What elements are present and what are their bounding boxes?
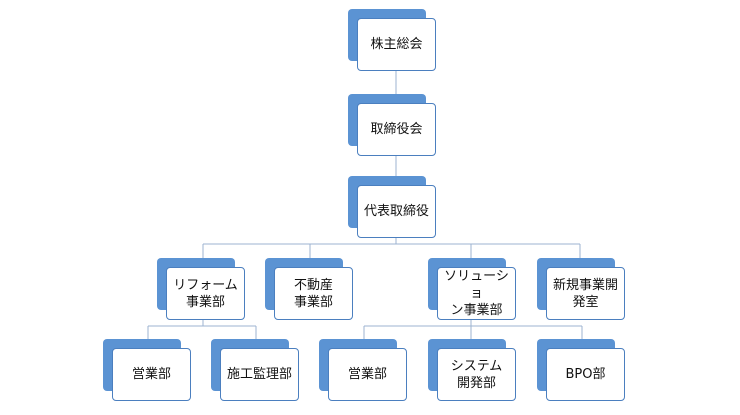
node-reform-division: リフォーム 事業部 bbox=[157, 258, 245, 320]
node-label: 営業部 bbox=[347, 367, 387, 382]
node-box: システム 開発部 bbox=[437, 348, 516, 401]
node-box: ソリューショ ン事業部 bbox=[437, 267, 516, 320]
node-label: 株主総会 bbox=[370, 37, 423, 52]
node-label: 代表取締役 bbox=[363, 204, 429, 219]
node-box: 代表取締役 bbox=[357, 185, 436, 238]
node-box: 不動産 事業部 bbox=[274, 267, 353, 320]
node-label: 不動産 事業部 bbox=[293, 277, 333, 310]
node-label: リフォーム 事業部 bbox=[173, 277, 238, 310]
node-box: 株主総会 bbox=[357, 18, 436, 71]
node-representative-director: 代表取締役 bbox=[348, 176, 436, 238]
node-board-of-directors: 取締役会 bbox=[348, 94, 436, 156]
node-box: 施工監理部 bbox=[220, 348, 299, 401]
node-label: 取締役会 bbox=[370, 122, 423, 137]
node-box: BPO部 bbox=[546, 348, 625, 401]
node-solution-division: ソリューショ ン事業部 bbox=[428, 258, 516, 320]
node-label: 営業部 bbox=[131, 367, 171, 382]
node-box: 営業部 bbox=[328, 348, 407, 401]
node-system-development: システム 開発部 bbox=[428, 339, 516, 401]
node-shareholders-meeting: 株主総会 bbox=[348, 9, 436, 71]
node-box: リフォーム 事業部 bbox=[166, 267, 245, 320]
node-bpo: BPO部 bbox=[537, 339, 625, 401]
node-reform-sales: 営業部 bbox=[103, 339, 191, 401]
node-box: 営業部 bbox=[112, 348, 191, 401]
node-label: システム 開発部 bbox=[450, 358, 503, 391]
node-label: 新規事業開 発室 bbox=[552, 277, 618, 310]
node-label: 施工監理部 bbox=[226, 367, 292, 382]
node-new-business-office: 新規事業開 発室 bbox=[537, 258, 625, 320]
node-construction-supervision: 施工監理部 bbox=[211, 339, 299, 401]
node-label: BPO部 bbox=[565, 367, 606, 382]
node-label: ソリューショ ン事業部 bbox=[444, 269, 509, 318]
node-box: 新規事業開 発室 bbox=[546, 267, 625, 320]
node-solution-sales: 営業部 bbox=[319, 339, 407, 401]
node-real-estate-division: 不動産 事業部 bbox=[265, 258, 353, 320]
node-box: 取締役会 bbox=[357, 103, 436, 156]
